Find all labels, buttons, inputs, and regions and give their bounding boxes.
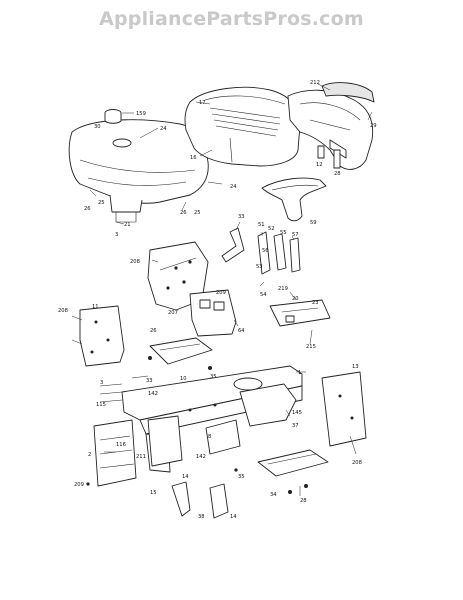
callout-labels: 159 30 24 17 212 29 16 12 28 26 25 26 25… xyxy=(58,80,377,520)
callout-215: 215 xyxy=(306,344,316,350)
fender-pan-30 xyxy=(68,119,209,223)
callout-33-b: 33 xyxy=(146,378,153,384)
callout-26-c: 26 xyxy=(150,328,157,334)
callout-142-b: 142 xyxy=(196,454,206,460)
grille-housing-212 xyxy=(287,82,375,170)
callout-211: 211 xyxy=(136,454,146,460)
callout-26-b: 26 xyxy=(180,210,187,216)
callout-2: 2 xyxy=(88,452,91,458)
callout-57: 57 xyxy=(292,232,299,238)
callout-30: 30 xyxy=(94,124,101,130)
callout-21: 21 xyxy=(124,222,131,228)
rear-panel-13 xyxy=(321,371,367,447)
callout-33: 33 xyxy=(238,214,245,220)
callout-24-b: 24 xyxy=(230,184,237,190)
callout-10: 10 xyxy=(180,376,187,382)
callout-16: 16 xyxy=(190,155,197,161)
foot-pad-34 xyxy=(257,449,329,477)
callout-3: 3 xyxy=(115,232,118,238)
hardware-bolts xyxy=(86,356,308,494)
callout-24: 24 xyxy=(160,126,167,132)
callout-212: 212 xyxy=(310,80,320,86)
callout-23: 23 xyxy=(312,300,319,306)
callout-116: 116 xyxy=(116,442,126,448)
callout-208: 208 xyxy=(130,259,140,265)
foot-pad-33 xyxy=(149,337,213,365)
callout-14-b: 14 xyxy=(230,514,237,520)
front-bracket-2 xyxy=(93,419,137,487)
callout-64: 64 xyxy=(238,328,245,334)
callout-35: 35 xyxy=(210,374,217,380)
callout-25-b: 25 xyxy=(194,210,201,216)
dash-panel-59 xyxy=(261,177,327,222)
callout-12: 12 xyxy=(316,162,323,168)
callout-11: 11 xyxy=(92,304,99,310)
callout-159: 159 xyxy=(136,111,146,117)
callout-26: 26 xyxy=(84,206,91,212)
bracket-set-51-57 xyxy=(221,227,301,275)
callout-8: 8 xyxy=(208,434,211,440)
callout-209: 209 xyxy=(216,290,226,296)
callout-53: 53 xyxy=(256,264,263,270)
callout-37: 37 xyxy=(292,423,299,429)
callout-55: 55 xyxy=(280,230,287,236)
callout-1: 1 xyxy=(298,370,301,376)
hood-17 xyxy=(184,86,301,167)
callout-208-c: 208 xyxy=(352,460,362,466)
callout-115: 115 xyxy=(96,402,106,408)
callout-38: 38 xyxy=(198,514,205,520)
latch-parts-12-28 xyxy=(317,145,341,169)
callout-59: 59 xyxy=(310,220,317,226)
callout-3-b: 3 xyxy=(100,380,103,386)
side-panel-11 xyxy=(79,305,125,367)
callout-56: 56 xyxy=(262,248,269,254)
callout-14: 14 xyxy=(182,474,189,480)
dash-bracket-64 xyxy=(189,289,237,337)
callout-35-b: 35 xyxy=(238,474,245,480)
callout-207: 207 xyxy=(168,310,178,316)
main-frame-1 xyxy=(121,365,303,473)
callout-54: 54 xyxy=(260,292,267,298)
leader-lines xyxy=(71,83,373,496)
callout-208-b: 208 xyxy=(58,308,68,314)
callout-209-b: 209 xyxy=(74,482,84,488)
fuel-cap-159 xyxy=(104,109,122,124)
callout-142: 142 xyxy=(148,391,158,397)
bottom-brackets-14 xyxy=(171,481,229,519)
callout-28: 28 xyxy=(334,171,341,177)
callout-13: 13 xyxy=(352,364,359,370)
callout-17: 17 xyxy=(199,100,206,106)
site-watermark: AppliancePartsPros.com xyxy=(99,8,364,30)
lever-plate-20 xyxy=(269,299,331,327)
callout-28-b: 28 xyxy=(300,498,307,504)
callout-20: 20 xyxy=(292,296,299,302)
callout-51: 51 xyxy=(258,222,265,228)
callout-15: 15 xyxy=(150,490,157,496)
axle-bracket-142 xyxy=(147,415,241,467)
support-plate-208 xyxy=(147,241,209,311)
callout-34: 34 xyxy=(270,492,277,498)
callout-145: 145 xyxy=(292,410,302,416)
callout-52: 52 xyxy=(268,226,275,232)
callout-29: 29 xyxy=(370,123,377,129)
callout-219: 219 xyxy=(278,286,288,292)
callout-25: 25 xyxy=(98,200,105,206)
